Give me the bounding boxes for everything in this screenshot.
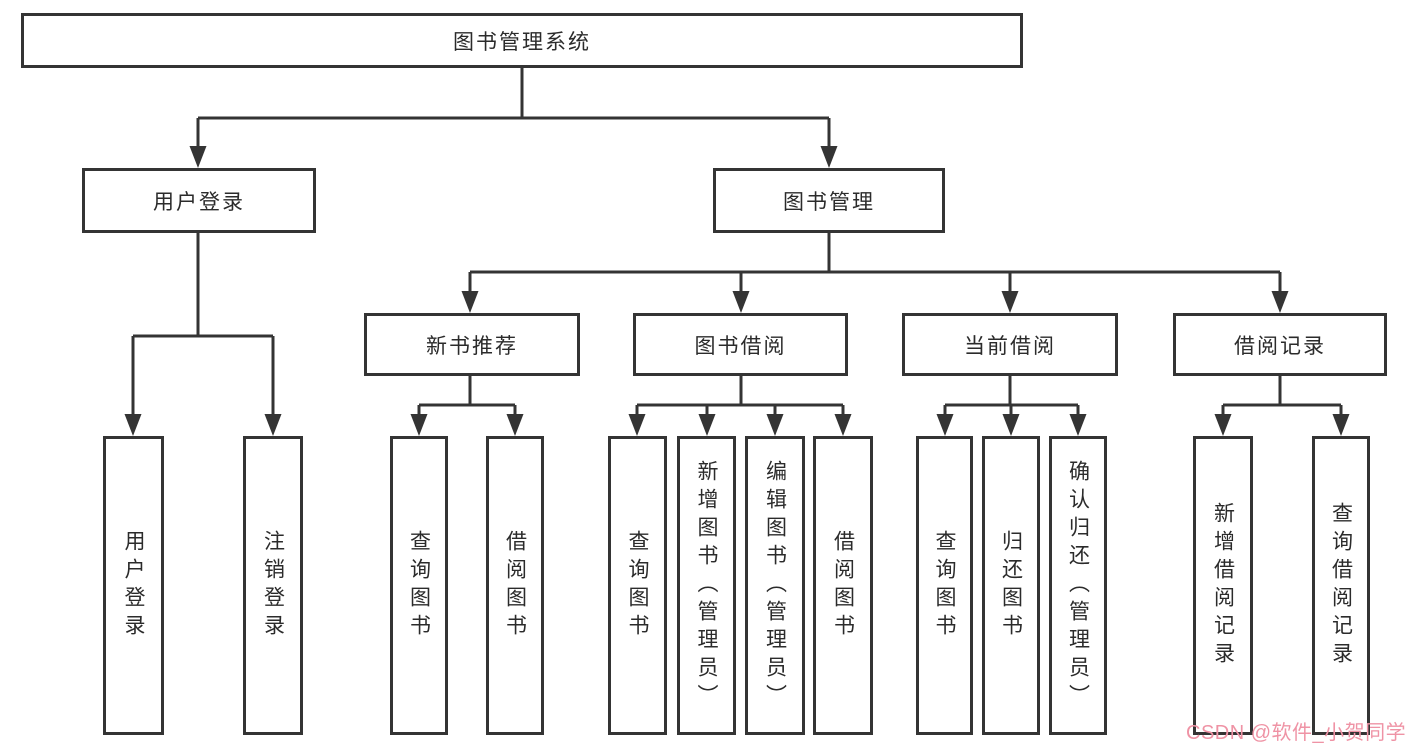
- leaf-borrow-books-2: 借阅图书: [813, 436, 873, 735]
- leaf-return-books: 归还图书: [982, 436, 1040, 735]
- node-book-borrowing: 图书借阅: [633, 313, 848, 376]
- csdn-watermark: CSDN @软件_小贺同学: [1186, 722, 1405, 744]
- leaf-query-books-3: 查询图书: [916, 436, 973, 735]
- leaf-add-books-admin: 新增图书（管理员）: [677, 436, 736, 735]
- node-root: 图书管理系统: [21, 13, 1023, 68]
- leaf-query-borrow-record: 查询借阅记录: [1312, 436, 1370, 735]
- node-current-borrowing: 当前借阅: [902, 313, 1118, 376]
- leaf-confirm-return-admin: 确认归还（管理员）: [1049, 436, 1107, 735]
- node-book-management: 图书管理: [713, 168, 945, 233]
- leaf-query-books-1: 查询图书: [390, 436, 448, 735]
- leaf-logout: 注销登录: [243, 436, 303, 735]
- node-borrowing-records: 借阅记录: [1173, 313, 1387, 376]
- node-user-login: 用户登录: [82, 168, 316, 233]
- leaf-borrow-books-1: 借阅图书: [486, 436, 544, 735]
- leaf-edit-books-admin: 编辑图书（管理员）: [745, 436, 805, 735]
- leaf-add-borrow-record: 新增借阅记录: [1193, 436, 1253, 735]
- node-new-book-recommend: 新书推荐: [364, 313, 580, 376]
- leaf-query-books-2: 查询图书: [608, 436, 667, 735]
- leaf-user-login: 用户登录: [103, 436, 164, 735]
- arrowheads: [124, 146, 1350, 436]
